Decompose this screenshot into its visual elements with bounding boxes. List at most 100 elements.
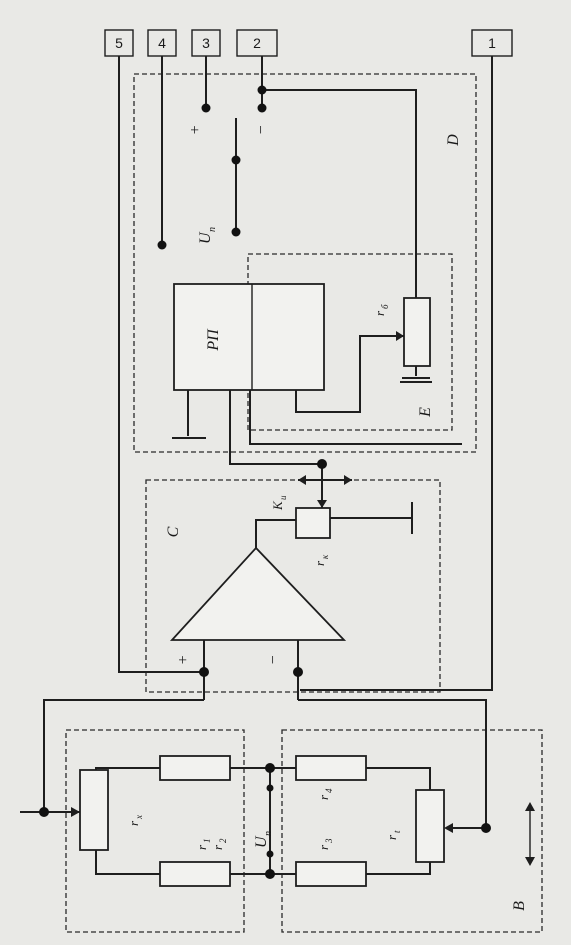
block-boundaries: [65, 73, 543, 933]
node-supply-mid: [231, 155, 241, 165]
un-supply-sub: п: [207, 227, 218, 232]
terminal-3-label: 3: [202, 35, 210, 51]
un-bridge-main: U: [253, 835, 270, 848]
r3-main: r: [316, 844, 331, 850]
node-amp-minus: [293, 667, 303, 677]
t-arrow-up: [525, 802, 535, 811]
terminal-4-label: 4: [158, 35, 166, 51]
wire-r4-rt: [366, 767, 431, 790]
wire-r3-rt: [366, 862, 431, 875]
block-c-boundary: [145, 479, 441, 693]
rk-resistor: [295, 507, 331, 539]
rk-label: r к: [312, 554, 330, 566]
rb-sub: б: [380, 304, 390, 309]
rp-label: РП: [205, 328, 222, 352]
terminal-strip: 5 4 3 2 1: [104, 29, 513, 57]
block-b-left-boundary: [65, 729, 245, 933]
rb-main: r: [372, 310, 387, 316]
node-rx-input: [39, 807, 49, 817]
components: [71, 283, 535, 887]
ku-arrow-left: [298, 475, 306, 485]
rt-sub: t: [392, 830, 402, 833]
r3-label: r 3: [316, 838, 334, 850]
wiring: [20, 56, 493, 875]
wire-rp-e-bottom: [249, 390, 462, 445]
node-bridge-top: [265, 763, 275, 773]
terminal-5-label: 5: [115, 35, 123, 51]
rt-main: r: [384, 834, 399, 840]
rp-recorder-box: [173, 283, 325, 391]
r4-main: r: [316, 794, 331, 800]
rk-main: r: [312, 560, 327, 566]
rx-sub: x: [134, 815, 144, 820]
minus-supply-label: −: [253, 125, 270, 136]
rb-resistor: [403, 297, 431, 367]
block-c-label: C: [165, 526, 182, 537]
amp-minus-label: −: [265, 655, 282, 666]
wire-rp-to-rb-slider: [295, 335, 404, 413]
node-amp-plus: [199, 667, 209, 677]
ku-arrow-right: [344, 475, 352, 485]
rx-slider-arrow: [71, 807, 80, 817]
block-d-boundary: [133, 73, 477, 453]
wire-amp-output: [255, 519, 296, 548]
amp-plus-label: +: [175, 655, 192, 666]
amplifier-triangle: [169, 546, 347, 641]
r2-main: r: [210, 844, 225, 850]
r3-sub: 3: [324, 838, 334, 844]
node-un-top: [266, 784, 274, 792]
rb-slider-arrow: [396, 331, 404, 341]
rx-resistor: [79, 769, 109, 851]
wire-plus-to-rx: [43, 699, 204, 812]
rk-slider-arrow: [317, 500, 327, 508]
node-plus-supply: [201, 103, 211, 113]
rb-label: r б: [372, 304, 390, 316]
wire-rp-to-c: [229, 390, 322, 465]
block-b-right-boundary: [281, 729, 543, 933]
un-bridge-sub: п: [263, 831, 274, 836]
r3-resistor: [295, 861, 367, 887]
wire-rx-bottom: [95, 850, 160, 875]
node-bridge-bottom: [265, 869, 275, 879]
ku-label: K u: [270, 495, 288, 511]
terminal-2: [236, 29, 278, 57]
r2-sub: 2: [218, 838, 228, 843]
rx-label: r x: [126, 815, 144, 826]
r1-resistor: [159, 755, 231, 781]
block-b-label: B: [511, 901, 528, 911]
rx-main: r: [126, 820, 141, 826]
ku-main: K: [270, 500, 285, 511]
r4-sub: 4: [324, 788, 334, 793]
node-ku: [317, 459, 327, 469]
labels: D E C B РП U п + − r б K u r к + − r x r: [126, 125, 528, 911]
node-supply-bottom: [231, 227, 241, 237]
block-e-label: E: [417, 407, 434, 418]
ku-sub: u: [278, 495, 288, 500]
rt-resistor: [415, 789, 445, 863]
wire-minus-to-rt: [298, 699, 487, 828]
r4-resistor: [295, 755, 367, 781]
r4-label: r 4: [316, 788, 334, 800]
r2-resistor: [159, 861, 231, 887]
rt-label: r t: [384, 830, 402, 840]
r1-sub: 1: [202, 839, 212, 844]
un-supply-label: U п: [197, 227, 218, 244]
node-minus-b: [257, 103, 267, 113]
r2-label: r 2: [210, 838, 228, 850]
node-terminal-4: [157, 240, 167, 250]
un-bridge-label: U п: [253, 831, 274, 848]
terminal-2-label: 2: [253, 35, 261, 51]
junctions: [39, 85, 491, 879]
wire-minus-to-rb: [262, 89, 417, 300]
rk-sub: к: [320, 554, 330, 559]
node-un-bottom: [266, 850, 274, 858]
node-rt-input: [481, 823, 491, 833]
block-d-label: D: [445, 134, 462, 147]
terminal-1-label: 1: [488, 35, 496, 51]
rt-slider-arrow: [444, 823, 453, 833]
un-supply-main: U: [197, 231, 214, 244]
node-minus-a: [257, 85, 267, 95]
wire-terminal-1: [300, 56, 493, 691]
r1-main: r: [194, 844, 209, 850]
